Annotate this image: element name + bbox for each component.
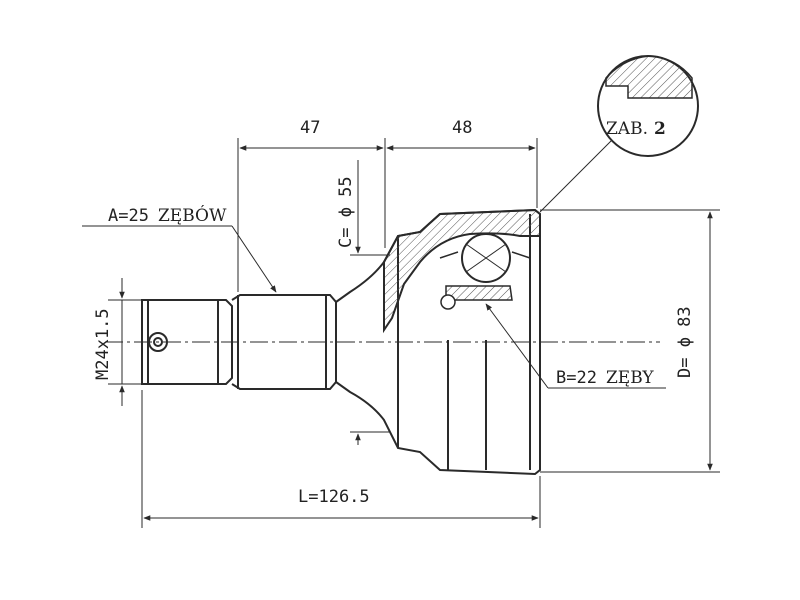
dimension-thread bbox=[108, 278, 142, 406]
c-diameter-label: C= ϕ 55 bbox=[336, 176, 356, 248]
detail-label-number: 2 bbox=[654, 119, 666, 139]
total-length-label: L=126.5 bbox=[298, 487, 370, 507]
b-spline-count: B=22 bbox=[556, 368, 597, 388]
dimension-length bbox=[141, 390, 541, 528]
detail-label-prefix: ZAB. bbox=[606, 119, 648, 139]
thread-label: M24x1.5 bbox=[93, 308, 113, 380]
detail-callout: ZAB. 2 bbox=[539, 55, 699, 213]
dimension-d bbox=[540, 209, 720, 473]
dimension-c bbox=[350, 160, 390, 445]
a-spline-count: A=25 bbox=[108, 206, 149, 226]
leader-b bbox=[485, 303, 666, 389]
a-spline-unit: ZĘBÓW bbox=[158, 205, 227, 226]
threaded-shaft bbox=[141, 299, 233, 385]
segment-right-label: 48 bbox=[452, 118, 472, 138]
joint-housing bbox=[335, 208, 541, 476]
d-diameter-label: D= ϕ 83 bbox=[675, 306, 695, 378]
b-spline-unit: ZĘBY bbox=[606, 368, 654, 388]
splined-shaft bbox=[231, 294, 337, 390]
dimension-top bbox=[237, 138, 538, 292]
leader-a bbox=[82, 225, 277, 293]
segment-left-label: 47 bbox=[300, 118, 320, 138]
housing-cutaway bbox=[383, 208, 541, 334]
